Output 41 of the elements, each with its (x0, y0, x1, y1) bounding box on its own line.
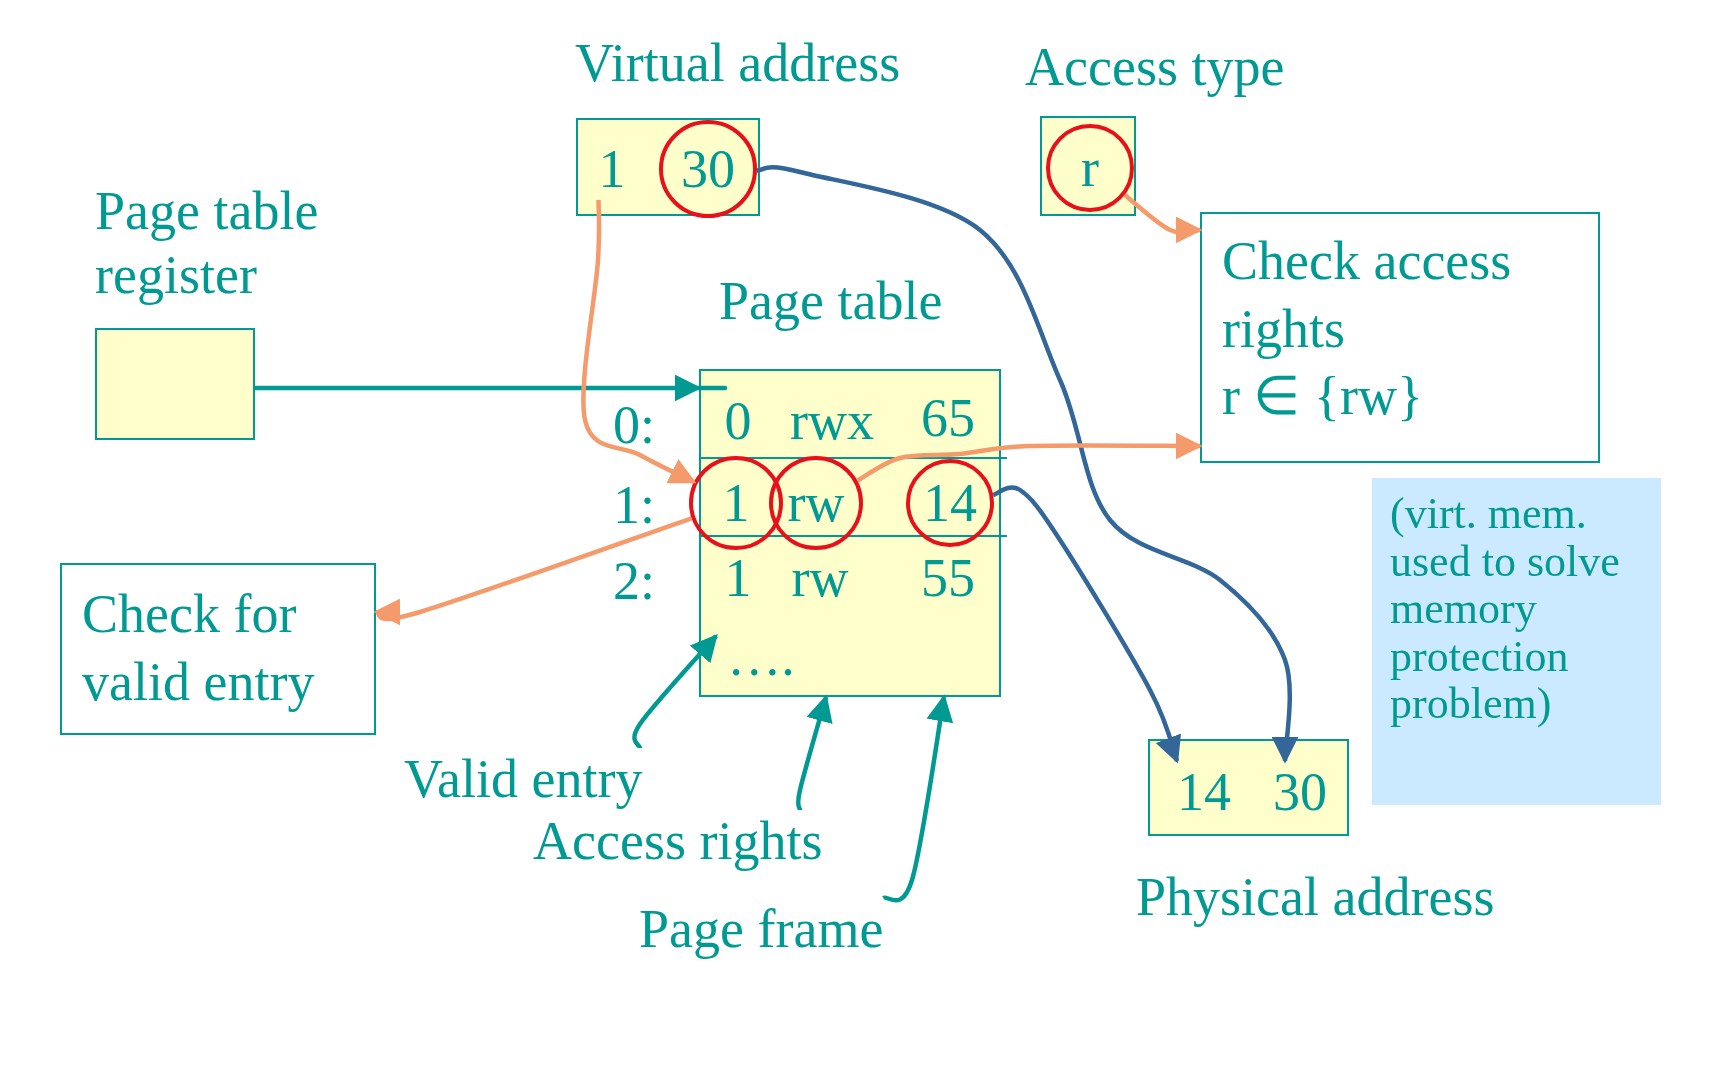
callout-label: Access rights (533, 810, 823, 873)
register-box (1148, 739, 1349, 836)
table-value: rwx (790, 389, 874, 453)
note-panel (1372, 478, 1661, 805)
arrow (756, 165, 1300, 764)
register-box (576, 118, 760, 216)
callout-label: Valid entry (404, 748, 643, 811)
arrow (1123, 193, 1203, 246)
row-index: 1: (613, 473, 655, 537)
box-heading: Physical address (1136, 866, 1495, 929)
arrow (992, 485, 1182, 764)
box-text: Check for valid entry (82, 583, 316, 714)
box-heading: Virtual address (575, 32, 901, 95)
table-value: …. (727, 625, 795, 689)
table-value: 1 (598, 137, 626, 201)
register-box (1040, 116, 1136, 216)
table-value: 0 (724, 389, 752, 453)
process-box (1200, 212, 1600, 463)
box-heading: Access type (1025, 36, 1285, 99)
table-value: 65 (921, 386, 975, 450)
circled-value: r (1046, 124, 1134, 212)
process-box (60, 563, 376, 735)
table-value: 30 (1273, 760, 1327, 824)
circled-value: 14 (906, 459, 994, 547)
row-index: 0: (613, 393, 655, 457)
arrow (255, 374, 725, 402)
box-heading: Page table (719, 270, 943, 333)
arrow (795, 694, 833, 811)
box-text: r ∈ {rw} (1222, 365, 1424, 428)
arrow (581, 200, 697, 485)
callout-label: Page frame (639, 898, 884, 961)
circled-value: 30 (659, 120, 757, 218)
circled-value: rw (769, 456, 863, 550)
box-heading: Page table register (95, 180, 320, 307)
table-value: 55 (921, 546, 975, 610)
arrow (856, 432, 1203, 483)
table-value: 14 (1177, 760, 1231, 824)
register-box (95, 328, 255, 440)
row-index: 2: (613, 549, 655, 613)
circled-value: 1 (689, 456, 783, 550)
note-text: (virt. mem. used to solve memory protection problem) (1390, 490, 1621, 728)
